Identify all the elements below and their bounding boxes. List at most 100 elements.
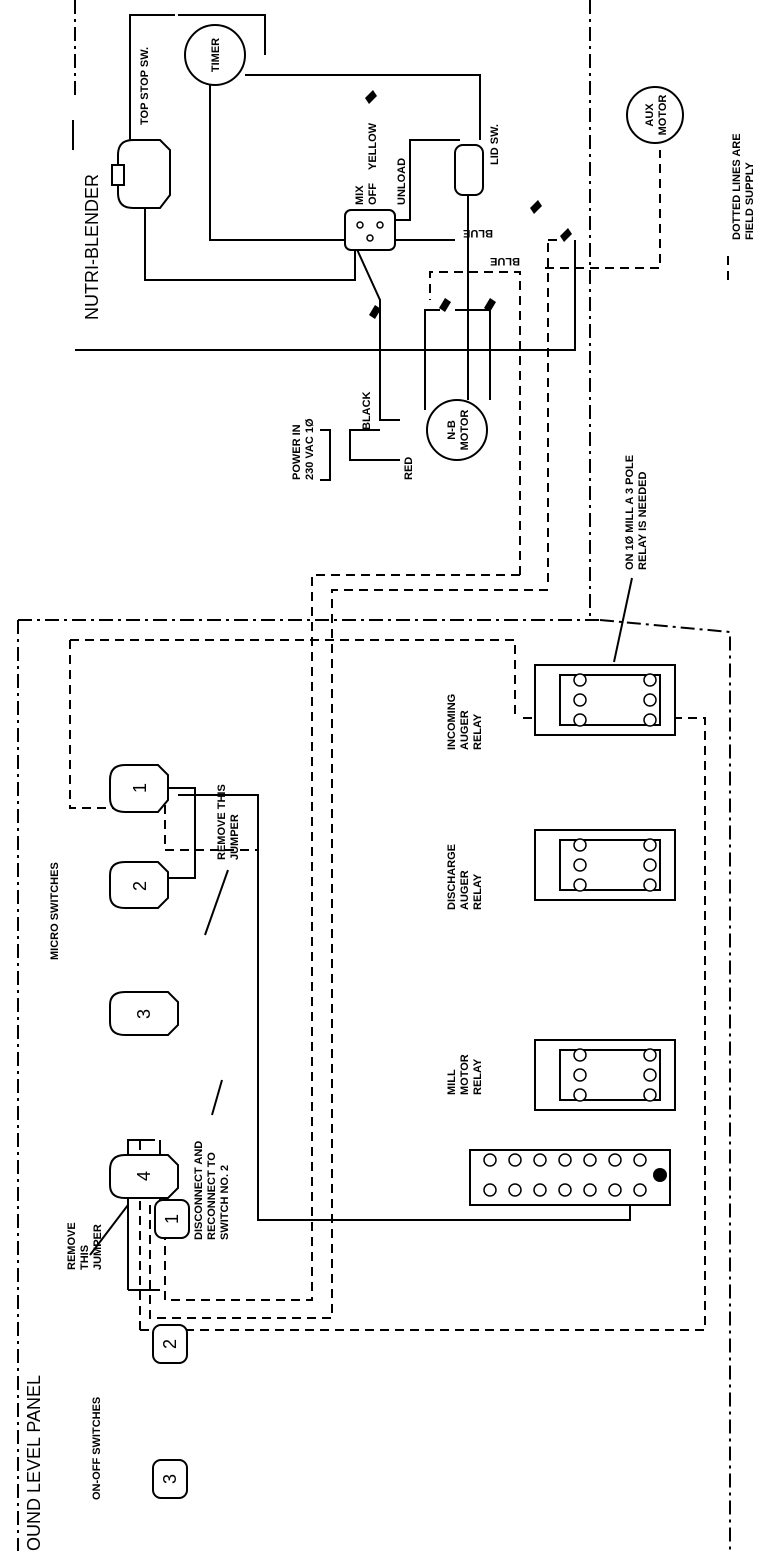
discharge-auger-relay-label: DISCHARGE AUGER RELAY: [446, 844, 484, 910]
wire-nuts: [365, 90, 572, 319]
svg-text:RELAY: RELAY: [472, 873, 484, 910]
svg-text:RELAY: RELAY: [472, 713, 484, 750]
on-off-switches-label: ON-OFF SWITCHES: [91, 1397, 103, 1500]
svg-text:MOTOR: MOTOR: [459, 1054, 471, 1095]
lid-switch-label: LID SW.: [489, 124, 501, 165]
discharge-auger-relay: [534, 829, 676, 901]
svg-text:MIX: MIX: [354, 185, 366, 205]
on-off-switch-1: 1: [154, 1199, 190, 1239]
svg-text:POWER IN: POWER IN: [291, 424, 303, 480]
disconnect-arrow: [211, 1079, 223, 1116]
svg-text:MOTOR: MOTOR: [459, 410, 471, 451]
svg-text:MILL: MILL: [446, 1069, 458, 1095]
terminal-strip: [469, 1149, 671, 1206]
svg-text:JUMPER: JUMPER: [229, 814, 241, 860]
blender-wire-selector-lid: [395, 139, 469, 400]
aux-motor: AUX MOTOR: [626, 86, 684, 144]
black-wire-label: BLACK: [361, 391, 373, 430]
micro-switch-4-number: 4: [134, 1171, 154, 1181]
top-stop-switch: [111, 139, 171, 209]
legend: DOTTED LINES ARE FIELD SUPPLY: [731, 133, 756, 240]
wire-on-off-jumper: [127, 1139, 160, 1291]
blue-label-1: BLUE: [463, 227, 493, 239]
micro-switch-3-number: 3: [134, 1009, 154, 1019]
svg-text:ON 1Ø MILL A 3 POLE: ON 1Ø MILL A 3 POLE: [624, 455, 636, 570]
svg-text:REMOVE: REMOVE: [66, 1222, 78, 1270]
svg-text:230 VAC 1Ø: 230 VAC 1Ø: [304, 418, 316, 480]
micro-switch-1-number: 1: [130, 783, 150, 793]
micro-switch-3: 3: [109, 991, 179, 1036]
svg-text:DISCONNECT AND: DISCONNECT AND: [193, 1141, 205, 1240]
field-wiring-feed-1: [164, 574, 520, 1301]
selector-yellow-label: YELLOW: [367, 122, 379, 170]
panel-title: OUND LEVEL PANEL: [24, 1375, 44, 1551]
micro-switch-4: 4: [109, 1154, 179, 1199]
mill-motor-relay: [534, 1039, 676, 1111]
blender-wire-timer-loop: [178, 14, 481, 140]
svg-text:RELAY: RELAY: [472, 1058, 484, 1095]
on-off-switch-2: 2: [152, 1324, 188, 1364]
nb-motor: N-B MOTOR: [426, 399, 488, 461]
micro-switches-label: MICRO SWITCHES: [49, 862, 61, 960]
svg-text:AUGER: AUGER: [459, 870, 471, 910]
lid-switch: [454, 144, 484, 196]
svg-text:DOTTED LINES ARE: DOTTED LINES ARE: [731, 133, 743, 240]
blender-wire-return: [75, 240, 576, 351]
blue-label-2: BLUE: [490, 255, 520, 267]
selector-switch: [344, 209, 396, 251]
remove-jumper-note-1: REMOVE THIS JUMPER: [66, 1222, 104, 1270]
wire-micro-1-2: [155, 787, 196, 879]
selector-unload-label: UNLOAD: [396, 158, 408, 205]
blender-title: NUTRI-BLENDER: [82, 174, 102, 320]
top-stop-label: TOP STOP SW.: [139, 47, 151, 125]
svg-text:INCOMING: INCOMING: [446, 694, 458, 750]
timer: TIMER: [184, 24, 246, 86]
selector-labels: MIX OFF: [354, 183, 379, 205]
on-off-switch-2-number: 2: [160, 1339, 180, 1349]
svg-text:JUMPER: JUMPER: [92, 1224, 104, 1270]
svg-text:RELAY IS NEEDED: RELAY IS NEEDED: [637, 472, 649, 570]
on-off-switch-3-number: 3: [160, 1474, 180, 1484]
relay-note-arrow: [613, 577, 633, 663]
svg-text:RECONNECT TO: RECONNECT TO: [206, 1152, 218, 1240]
field-wiring-aux: [545, 150, 661, 269]
svg-text:THIS: THIS: [79, 1245, 91, 1270]
field-wiring-feed-2: [149, 589, 548, 1319]
panel-boundary: [17, 619, 731, 1551]
remove-jumper-arrow-2: [204, 869, 229, 936]
remove-jumper-arrow-1: [89, 1204, 129, 1256]
blender-boundary: [74, 0, 591, 620]
svg-text:SWITCH NO. 2: SWITCH NO. 2: [219, 1165, 231, 1240]
blender-wire-main: [144, 205, 356, 281]
svg-text:DISCHARGE: DISCHARGE: [446, 844, 458, 910]
micro-switch-1: 1: [109, 764, 169, 813]
blender-wire-top-stop: [129, 14, 175, 140]
blender-wire-power: [349, 244, 400, 461]
red-wire-label: RED: [403, 457, 415, 480]
wire-micro-1-terminal: [178, 794, 631, 1221]
blender-wire-timer-to-selector: [209, 80, 345, 241]
svg-text:FIELD SUPPLY: FIELD SUPPLY: [744, 162, 756, 240]
on-off-switch-1-number: 1: [162, 1214, 182, 1224]
power-in-label: POWER IN 230 VAC 1Ø: [291, 418, 316, 480]
incoming-auger-relay: [534, 664, 676, 736]
micro-switch-2-number: 2: [130, 881, 150, 891]
field-wiring-enclosure: [69, 639, 706, 1331]
power-in-bracket: [320, 429, 331, 481]
svg-text:MOTOR: MOTOR: [657, 95, 669, 136]
incoming-auger-relay-label: INCOMING AUGER RELAY: [446, 694, 484, 750]
remove-jumper-note-2: REMOVE THIS JUMPER: [216, 784, 241, 860]
relay-note: ON 1Ø MILL A 3 POLE RELAY IS NEEDED: [624, 455, 649, 570]
svg-text:N-B: N-B: [446, 420, 458, 440]
svg-text:AUX: AUX: [644, 103, 656, 127]
mill-motor-relay-label: MILL MOTOR RELAY: [446, 1054, 484, 1095]
on-off-switch-3: 3: [152, 1459, 188, 1499]
jumper-dashed-micro: [164, 790, 259, 1000]
svg-text:OFF: OFF: [367, 183, 379, 205]
svg-text:REMOVE THIS: REMOVE THIS: [216, 784, 228, 860]
blender-wire-nb-motor: [424, 309, 491, 410]
field-wiring-feed-3: [429, 240, 549, 582]
svg-text:TIMER: TIMER: [210, 38, 222, 72]
micro-switch-2: 2: [109, 861, 169, 909]
svg-text:AUGER: AUGER: [459, 710, 471, 750]
